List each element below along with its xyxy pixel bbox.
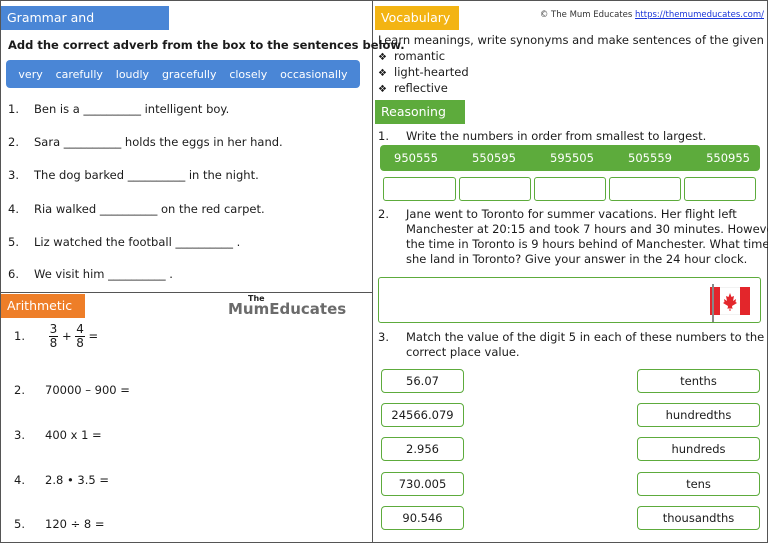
number-item: 950555	[394, 151, 438, 165]
vocabulary-word: ❖reflective	[378, 81, 448, 95]
bullet-icon: ❖	[378, 84, 387, 95]
arithmetic-header: Arithmetic	[1, 294, 85, 318]
reasoning-q2-line: Manchester at 20:15 and took 7 hours and…	[406, 222, 768, 236]
grammar-sentence-6: 6.We visit him __________ .	[8, 267, 173, 281]
order-answer-box[interactable]	[534, 177, 606, 201]
reasoning-q2-line: the time in Toronto is 9 hours behind of…	[406, 237, 768, 251]
match-place-value-box[interactable]: hundredths	[637, 403, 760, 427]
website-link[interactable]: https://themumeducates.com/	[635, 10, 764, 20]
reasoning-q2-number: 2.	[378, 207, 389, 221]
reasoning-q3-number: 3.	[378, 330, 389, 344]
reasoning-header: Reasoning	[375, 100, 465, 124]
adverb-word-box: very carefully loudly gracefully closely…	[6, 60, 360, 88]
grammar-sentence-2: 2.Sara __________ holds the eggs in her …	[8, 135, 283, 149]
section-divider	[0, 292, 372, 293]
match-number-box[interactable]: 2.956	[381, 437, 464, 461]
word-box-item: very	[18, 67, 43, 81]
logo-the: The	[248, 294, 265, 303]
flag-pole	[712, 284, 714, 322]
reasoning-q2-line: Jane went to Toronto for summer vacation…	[406, 207, 737, 221]
numbers-to-order-bar: 950555 550595 595505 505559 550955	[380, 145, 760, 171]
arithmetic-q2: 2.70000 – 900 =	[14, 383, 130, 397]
order-answer-box[interactable]	[459, 177, 531, 201]
reasoning-q3-line: Match the value of the digit 5 in each o…	[406, 330, 765, 344]
match-place-value-box[interactable]: thousandths	[637, 506, 760, 530]
match-number-box[interactable]: 730.005	[381, 472, 464, 496]
vocabulary-header: Vocabulary	[375, 6, 459, 30]
grammar-header: Grammar and punctuation	[1, 6, 169, 49]
copyright-notice: © The Mum Educates https://themumeducate…	[539, 10, 764, 20]
logo-mum: Mum	[228, 300, 270, 318]
order-answer-box[interactable]	[383, 177, 456, 201]
word-box-item: carefully	[55, 67, 103, 81]
bullet-icon: ❖	[378, 68, 387, 79]
match-number-box[interactable]: 56.07	[381, 369, 464, 393]
grammar-sentence-5: 5.Liz watched the football __________ .	[8, 235, 241, 249]
order-answer-box[interactable]	[609, 177, 681, 201]
vocabulary-instruction: Learn meanings, write synonyms and make …	[378, 33, 768, 47]
column-divider	[372, 0, 373, 543]
match-place-value-box[interactable]: tens	[637, 472, 760, 496]
word-box-item: loudly	[115, 67, 150, 81]
match-place-value-box[interactable]: hundreds	[637, 437, 760, 461]
bullet-icon: ❖	[378, 52, 387, 63]
number-item: 505559	[628, 151, 672, 165]
grammar-instruction: Add the correct adverb from the box to t…	[8, 38, 405, 52]
reasoning-q1: 1.Write the numbers in order from smalle…	[378, 129, 707, 143]
match-number-box[interactable]: 90.546	[381, 506, 464, 530]
number-item: 595505	[550, 151, 594, 165]
vocabulary-word: ❖romantic	[378, 49, 446, 63]
reasoning-q3-line: correct place value.	[406, 345, 520, 359]
word-box-item: occasionally	[280, 67, 348, 81]
word-box-item: gracefully	[161, 67, 217, 81]
vocabulary-word: ❖light-hearted	[378, 65, 469, 79]
grammar-sentence-1: 1.Ben is a __________ intelligent boy.	[8, 102, 230, 116]
arithmetic-q3: 3.400 x 1 =	[14, 428, 102, 442]
word-box-item: closely	[229, 67, 268, 81]
arithmetic-q4: 4.2.8 • 3.5 =	[14, 473, 109, 487]
grammar-sentence-4: 4.Ria walked __________ on the red carpe…	[8, 202, 265, 216]
canada-flag-icon	[710, 287, 750, 315]
number-item: 550955	[706, 151, 750, 165]
reasoning-q2-line: she land in Toronto? Give your answer in…	[406, 252, 748, 266]
grammar-sentence-3: 3.The dog barked __________ in the night…	[8, 168, 259, 182]
order-answer-box[interactable]	[684, 177, 756, 201]
arithmetic-q5: 5.120 ÷ 8 =	[14, 517, 105, 531]
match-number-box[interactable]: 24566.079	[381, 403, 464, 427]
time-answer-box[interactable]	[378, 277, 761, 323]
number-item: 550595	[472, 151, 516, 165]
logo-educates: Educates	[269, 300, 347, 318]
match-place-value-box[interactable]: tenths	[637, 369, 760, 393]
